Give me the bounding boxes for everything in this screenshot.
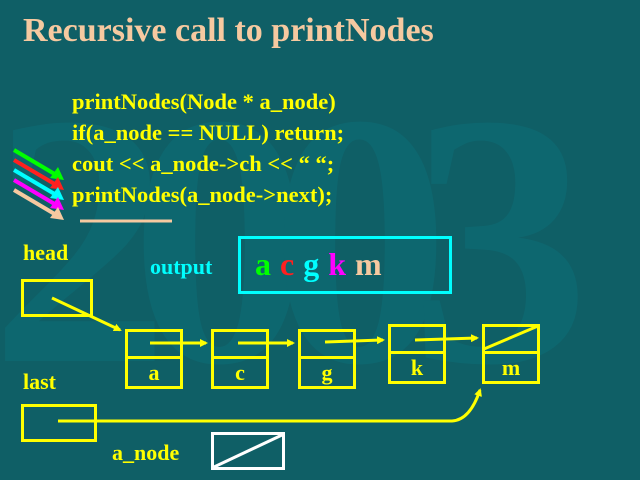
- node-char-m: m: [501, 355, 521, 380]
- node-char-k: k: [410, 355, 424, 380]
- call-arrows: [12, 148, 64, 220]
- call-arrow-3: [12, 168, 60, 198]
- last-label: last: [23, 369, 56, 394]
- output-char-c: c: [280, 246, 295, 282]
- call-arrow-head-1: [50, 167, 64, 180]
- list-node-a: a: [125, 329, 183, 389]
- a-node-pointer-box: [211, 432, 285, 470]
- list-node-c: c: [211, 329, 269, 389]
- call-arrow-5: [12, 188, 60, 218]
- call-arrow-2: [12, 158, 60, 188]
- output-char-g: g: [303, 246, 320, 282]
- call-arrow-head-4: [50, 197, 64, 210]
- output-char-k: k: [328, 246, 346, 282]
- a-node-label: a_node: [112, 440, 180, 465]
- null-slash-m: [483, 324, 539, 351]
- call-arrow-head-2: [50, 177, 64, 190]
- slide-title: Recursive call to printNodes: [23, 12, 434, 49]
- output-char-m: m: [355, 246, 382, 282]
- code-line-1: printNodes(Node * a_node): [72, 89, 336, 114]
- call-arrow-head-3: [50, 187, 64, 200]
- node-char-a: a: [148, 360, 160, 385]
- output-char-a: a: [255, 246, 271, 282]
- code-line-2: if(a_node == NULL) return;: [72, 120, 345, 145]
- last-arrow: [58, 388, 482, 423]
- next-arrow-k-m: [414, 334, 479, 343]
- list-node-g: g: [298, 329, 356, 389]
- node-char-c: c: [235, 360, 245, 385]
- node-char-g: g: [321, 360, 333, 385]
- next-arrow-g-k: [324, 336, 385, 345]
- call-arrow-4: [12, 178, 60, 208]
- output-label: output: [150, 254, 213, 279]
- last-pointer-box: [21, 404, 97, 442]
- null-slash-a-node: [213, 433, 283, 469]
- head-pointer-box: [21, 279, 93, 317]
- head-arrow: [51, 296, 122, 332]
- call-arrow-head-5: [50, 207, 64, 220]
- head-label: head: [23, 240, 69, 265]
- list-node-k: k: [388, 324, 446, 384]
- call-arrow-1: [12, 148, 60, 178]
- code-block: printNodes(Node * a_node) if(a_node == NU…: [72, 86, 344, 210]
- list-node-m: m: [482, 324, 540, 384]
- code-line-3: cout << a_node->ch << “ “;: [72, 151, 335, 176]
- background-watermark: 2003: [0, 40, 590, 439]
- code-line-4: printNodes(a_node->next);: [72, 182, 333, 207]
